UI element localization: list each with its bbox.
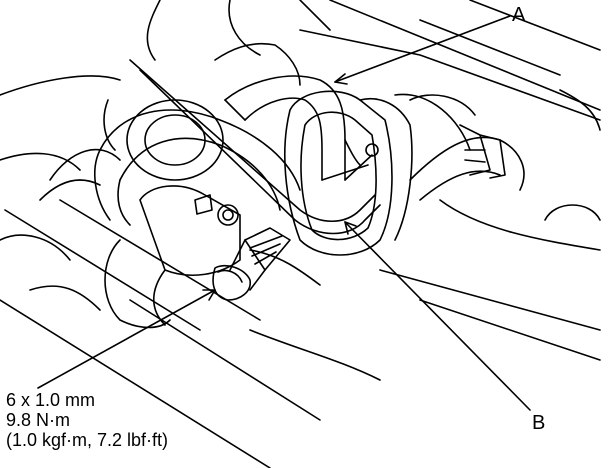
hose [39,99,301,226]
bolt-spec: 6 x 1.0 mm 9.8 N·m (1.0 kgf·m, 7.2 lbf·f… [6,390,168,450]
callout-b-label: B [532,412,546,434]
bolt-size: 6 x 1.0 mm [6,390,96,410]
leader-lines [37,15,531,411]
bolt [212,227,291,301]
right-connector [409,94,525,201]
clamp-b [129,59,381,235]
throttle-body [104,99,241,329]
bolt-torque-alt: (1.0 kgf·m, 7.2 lbf·ft) [6,430,169,450]
callout-a-label: A [512,4,526,26]
hose-a [214,42,361,181]
bolt-torque: 9.8 N·m [6,410,71,430]
